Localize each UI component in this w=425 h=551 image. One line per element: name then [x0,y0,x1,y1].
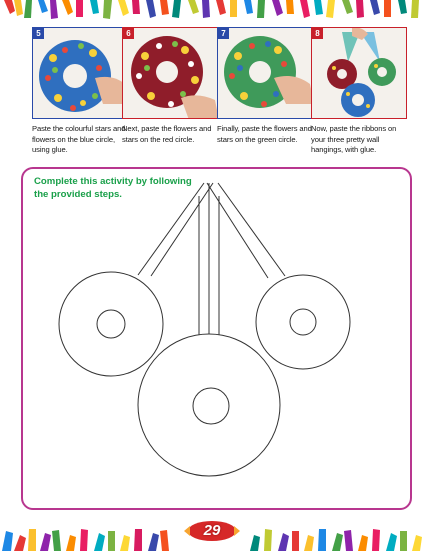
page-number: 29 [203,522,221,539]
page-badge-shape [184,521,240,541]
ribbon-right-inner [217,182,286,277]
step-6-photo: 6 [122,27,218,119]
handprints-top-art [0,0,425,22]
green-circle-craft-image [218,28,312,118]
handprint-border-top [0,0,425,22]
step-7-photo: 7 [217,27,313,119]
step-5-photo: 5 [32,27,128,119]
step-8-photo: 8 [311,27,407,119]
wall-hanging-craft-image [312,28,406,118]
step-number-badge: 8 [312,28,323,39]
step-number-badge: 7 [218,28,229,39]
ribbon-right-outer [206,182,269,279]
activity-frame [21,167,412,510]
step-instruction: Now, paste the ribbons on your three pre… [311,124,397,154]
step-number-badge: 5 [33,28,44,39]
bottom-circle-hole [192,387,230,425]
left-circle-hole [96,309,126,339]
red-circle-craft-image [123,28,217,118]
step-number-badge: 6 [123,28,134,39]
activity-instruction: Complete this activity by following the … [34,176,192,200]
ribbon-left-outer [137,182,205,276]
ribbon-left-inner [150,182,214,277]
blue-circle-craft-image [33,28,127,118]
page-number-badge: 29 [180,520,244,542]
step-instruction: Paste the colourful stars and flowers on… [32,124,126,154]
step-instruction: Finally, paste the flowers and stars on … [217,124,312,144]
step-instruction: Next, paste the flowers and stars on the… [122,124,212,144]
right-circle-hole [289,308,317,336]
